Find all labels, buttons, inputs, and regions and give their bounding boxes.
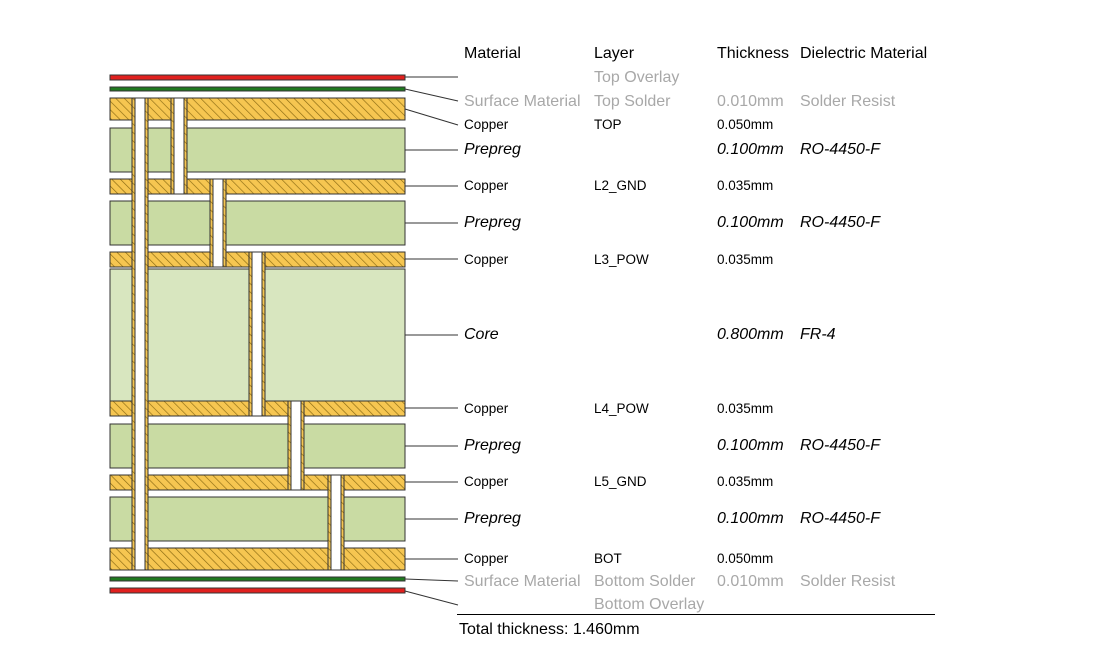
prepreg-3-layer [109, 423, 406, 469]
copper-l2-gnd-layer [109, 178, 406, 195]
row-layer: L4_POW [594, 401, 649, 416]
row-dielectric: RO-4450-F [800, 214, 881, 231]
row-thickness: 0.050mm [717, 551, 774, 566]
via-l2-l3 [209, 178, 227, 268]
row-layer: L2_GND [594, 178, 647, 193]
row-material: Prepreg [464, 141, 521, 158]
row-thickness: 0.035mm [717, 252, 774, 267]
row-dielectric: Solder Resist [800, 93, 896, 110]
prepreg-4-layer [109, 496, 406, 542]
row-thickness: 0.010mm [717, 573, 784, 590]
row-thickness: 0.035mm [717, 178, 774, 193]
bottom-solder-layer [109, 576, 406, 582]
row-dielectric: RO-4450-F [800, 141, 881, 158]
row-material: Prepreg [464, 510, 521, 527]
row-material: Copper [464, 551, 509, 566]
via-l4-l5 [287, 400, 305, 491]
row-material: Surface Material [464, 573, 581, 590]
top-solder-layer [109, 86, 406, 92]
row-thickness: 0.035mm [717, 401, 774, 416]
row-material: Copper [464, 252, 509, 267]
row-thickness: 0.100mm [717, 437, 784, 454]
copper-bot-layer [109, 547, 406, 571]
row-layer: Bottom Solder [594, 573, 696, 590]
total-thickness: Total thickness: 1.460mm [459, 621, 640, 638]
row-dielectric: RO-4450-F [800, 510, 881, 527]
header-dielectric-material: Dielectric Material [800, 45, 928, 62]
row-dielectric: FR-4 [800, 326, 836, 343]
row-layer: TOP [594, 117, 622, 132]
via-l5-bot [327, 474, 345, 571]
row-material: Prepreg [464, 214, 521, 231]
row-thickness: 0.050mm [717, 117, 774, 132]
row-layer: Bottom Overlay [594, 596, 705, 613]
row-material: Surface Material [464, 93, 581, 110]
row-thickness: 0.800mm [717, 326, 784, 343]
row-dielectric: RO-4450-F [800, 437, 881, 454]
row-layer: Top Solder [594, 93, 671, 110]
row-material: Copper [464, 117, 509, 132]
copper-l5-gnd-layer [109, 474, 406, 491]
leader-lines [404, 76, 459, 606]
row-material: Core [464, 326, 499, 343]
row-material: Copper [464, 401, 509, 416]
row-thickness: 0.010mm [717, 93, 784, 110]
row-thickness: 0.035mm [717, 474, 774, 489]
row-layer: L3_POW [594, 252, 649, 267]
total-divider [457, 614, 935, 615]
copper-top-layer [109, 97, 406, 121]
row-material: Copper [464, 474, 509, 489]
via-l3-l4 [248, 251, 266, 417]
prepreg-2-layer [109, 200, 406, 246]
row-layer: BOT [594, 551, 622, 566]
via-top-l2 [170, 97, 188, 195]
row-dielectric: Solder Resist [800, 573, 896, 590]
header-thickness: Thickness [717, 45, 790, 62]
bottom-overlay-layer [109, 587, 406, 594]
row-thickness: 0.100mm [717, 214, 784, 231]
row-layer: Top Overlay [594, 69, 680, 86]
prepreg-1-layer [109, 127, 406, 173]
header-material: Material [464, 45, 521, 62]
top-overlay-layer [109, 74, 406, 81]
via-through-hole [131, 97, 149, 571]
row-thickness: 0.100mm [717, 510, 784, 527]
row-thickness: 0.100mm [717, 141, 784, 158]
header-layer: Layer [594, 45, 635, 62]
row-material: Prepreg [464, 437, 521, 454]
row-material: Copper [464, 178, 509, 193]
row-layer: L5_GND [594, 474, 647, 489]
